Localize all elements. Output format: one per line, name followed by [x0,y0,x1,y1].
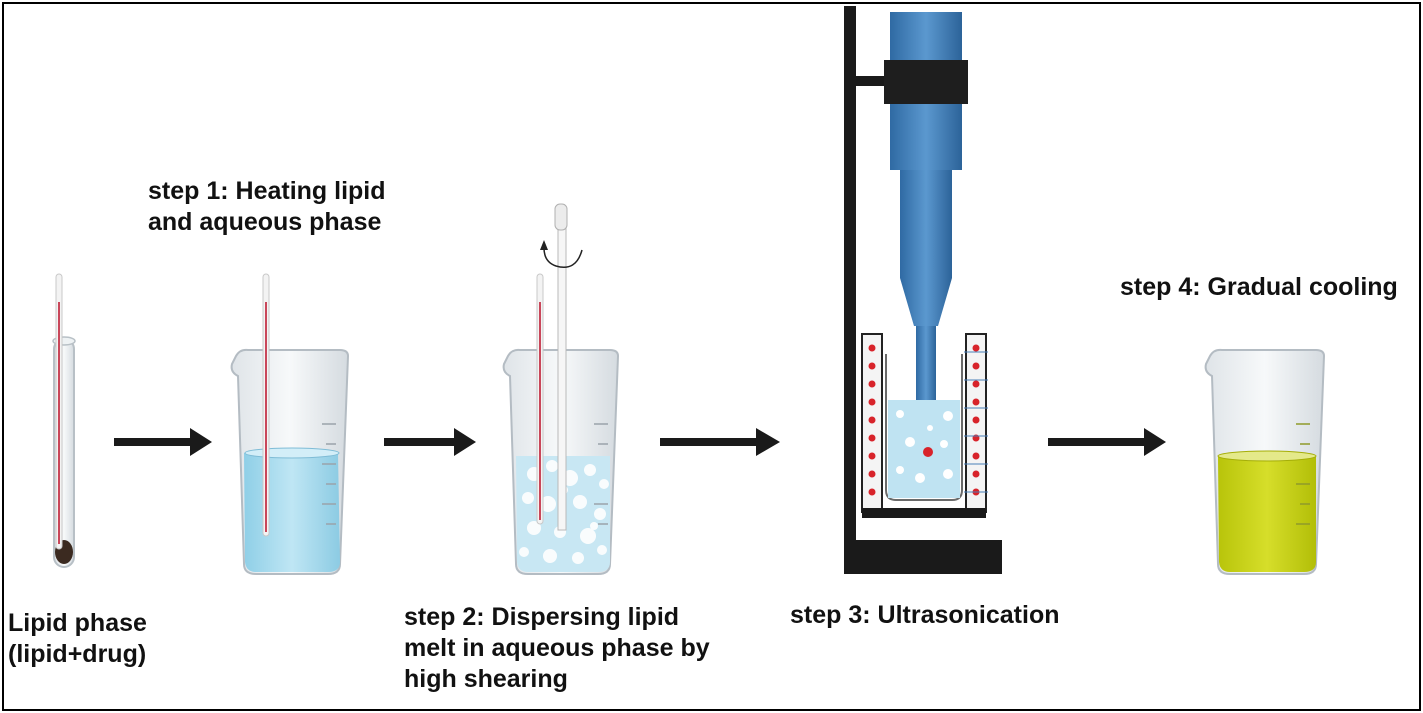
step3-label: step 3: Ultrasonication [790,600,1060,631]
step2-line-1: step 2: Dispersing lipid [404,603,680,631]
arrow-4 [1048,428,1166,456]
arrow-3 [660,428,780,456]
lipid-phase-line-1: Lipid phase [8,609,147,637]
rotation-arrow-icon [540,240,583,268]
step1-line-2: and aqueous phase [148,208,382,236]
step1-line-1: step 1: Heating lipid [148,177,386,205]
step2-line-2: melt in aqueous phase by [404,634,710,662]
thermometer-1 [55,273,63,550]
arrow-1 [114,428,212,456]
lipid-phase-label: Lipid phase (lipid+drug) [8,608,147,670]
step4-line-1: step 4: Gradual cooling [1120,273,1398,301]
heater-elements [868,344,980,496]
thermometer-2 [262,273,270,537]
ultrasonicator-stand [844,6,1002,574]
arrow-2 [384,428,476,456]
beaker-cooling [1204,348,1326,575]
lipid-phase-line-2: (lipid+drug) [8,640,147,668]
thermometer-3 [536,273,544,525]
ultrasonic-probe [884,12,968,444]
heating-bath [861,333,988,518]
step1-label: step 1: Heating lipid and aqueous phase [148,176,386,238]
step2-label: step 2: Dispersing lipid melt in aqueous… [404,602,710,695]
step2-line-3: high shearing [404,665,568,693]
step3-line-1: step 3: Ultrasonication [790,601,1060,629]
probe-clamp [884,60,968,104]
homogenizer-rod [554,203,568,531]
beaker-heating [230,348,350,575]
step4-label: step 4: Gradual cooling [1120,272,1398,303]
process-illustration [52,6,1326,575]
